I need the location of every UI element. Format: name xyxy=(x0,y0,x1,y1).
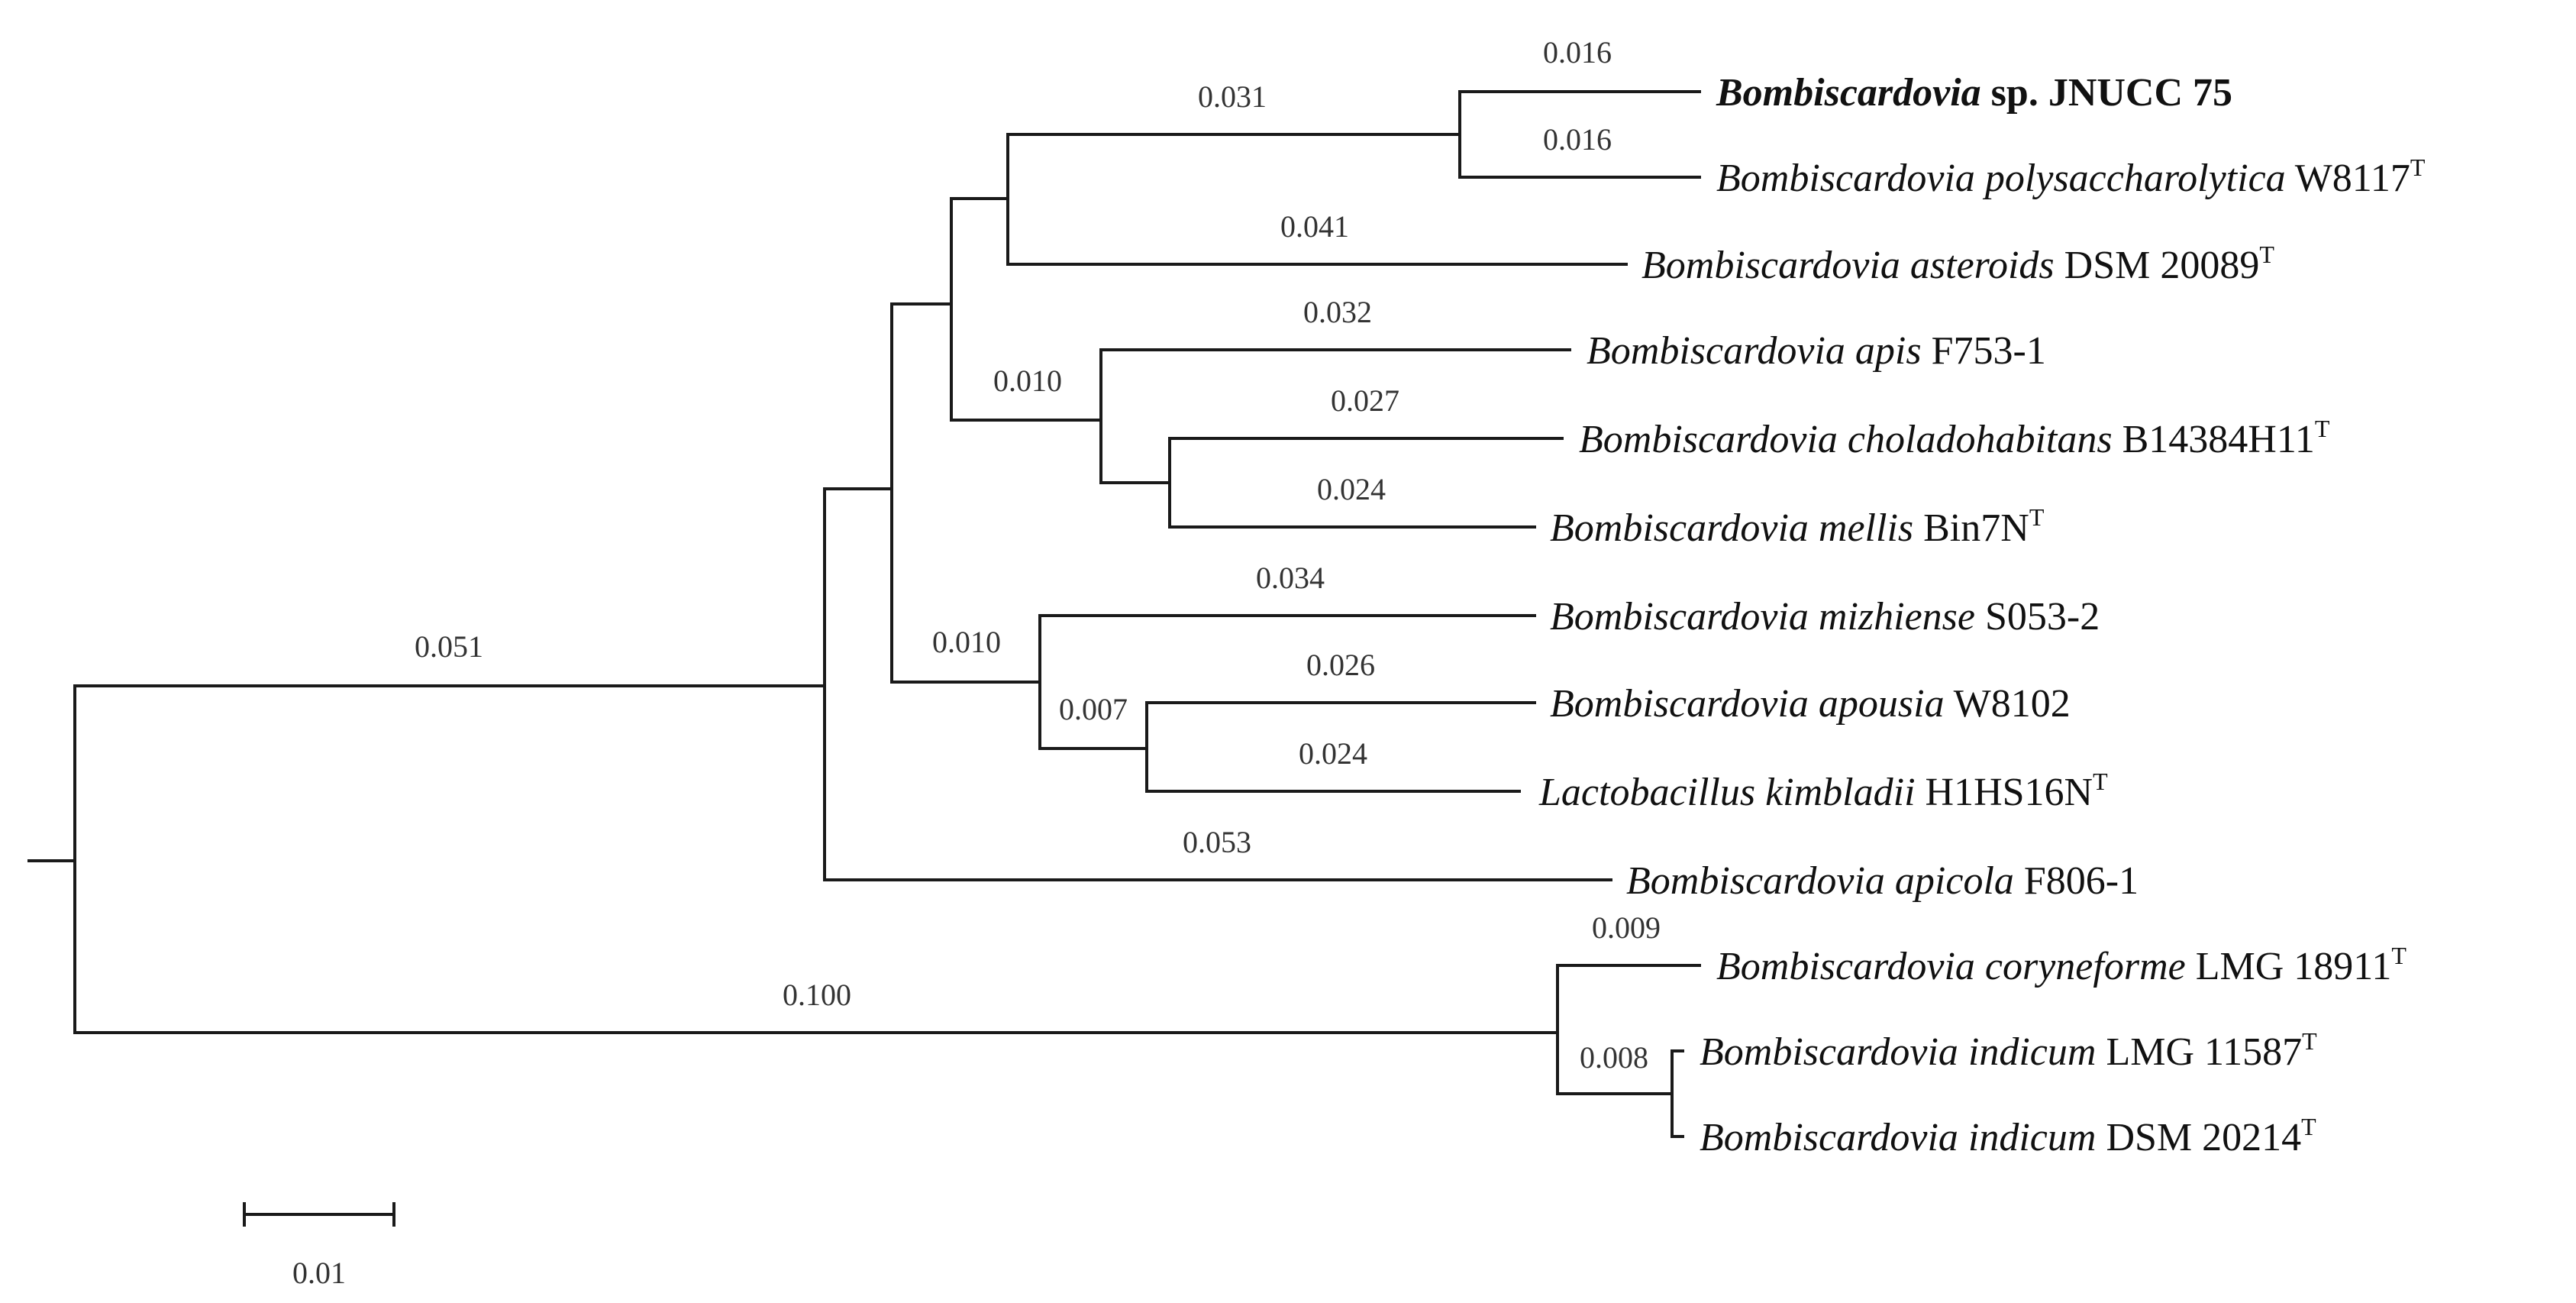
strain-id: W8117 xyxy=(2295,157,2410,200)
type-strain-mark: T xyxy=(2029,503,2045,531)
branch-length-label: 0.009 xyxy=(1592,910,1661,945)
taxon-name: Bombiscardovia polysaccharolytica xyxy=(1716,157,2286,200)
branch-length-label: 0.024 xyxy=(1317,472,1386,506)
taxon-label: Bombiscardovia apis F753-1 xyxy=(1587,329,2046,373)
type-strain-mark: T xyxy=(2259,241,2274,268)
strain-id: LMG 18911 xyxy=(2196,945,2392,988)
branch-length-label: 0.100 xyxy=(783,978,851,1012)
branch-length-label: 0.010 xyxy=(932,625,1001,659)
branch-length-label: 0.007 xyxy=(1059,692,1128,726)
branch-length-label: 0.027 xyxy=(1331,383,1399,418)
taxon-label: Bombiscardovia polysaccharolytica W8117T xyxy=(1716,154,2426,200)
taxon-label: Bombiscardovia indicum LMG 11587T xyxy=(1700,1027,2317,1074)
taxon-label: Bombiscardovia mellis Bin7NT xyxy=(1550,503,2045,550)
taxon-label: Lactobacillus kimbladii H1HS16NT xyxy=(1538,768,2108,814)
taxon-name: Bombiscardovia mizhiense xyxy=(1550,595,1975,639)
taxon-name: Bombiscardovia xyxy=(1716,71,1981,115)
branch-length-label: 0.026 xyxy=(1306,648,1375,682)
branch-length-label: 0.032 xyxy=(1303,295,1372,329)
strain-id: DSM 20214 xyxy=(2106,1116,2301,1159)
branch-length-label: 0.024 xyxy=(1299,736,1367,771)
type-strain-mark: T xyxy=(2315,415,2330,442)
strain-id: W8102 xyxy=(1954,682,2071,726)
type-strain-mark: T xyxy=(2093,768,2108,795)
branch-length-label: 0.041 xyxy=(1280,209,1349,244)
branch-length-label: 0.016 xyxy=(1543,35,1612,70)
branch-length-label: 0.031 xyxy=(1198,79,1267,114)
strain-id: B14384H11 xyxy=(2122,418,2315,461)
type-strain-mark: T xyxy=(2410,154,2426,181)
taxon-label: Bombiscardovia indicum DSM 20214T xyxy=(1700,1113,2316,1159)
strain-id: DSM 20089 xyxy=(2064,244,2260,287)
branch-length-label: 0.010 xyxy=(993,364,1062,398)
taxon-name: Bombiscardovia apis xyxy=(1587,329,1922,373)
branch-length-label: 0.034 xyxy=(1256,561,1325,595)
taxon-label: Bombiscardovia apicola F806-1 xyxy=(1626,859,2139,903)
strain-id: F753-1 xyxy=(1932,329,2046,373)
branch-length-label: 0.053 xyxy=(1183,825,1251,859)
taxon-name: Bombiscardovia apicola xyxy=(1626,859,2014,903)
taxon-name: Bombiscardovia choladohabitans xyxy=(1579,418,2113,461)
type-strain-mark: T xyxy=(2391,942,2407,969)
type-strain-mark: T xyxy=(2301,1113,2316,1140)
type-strain-mark: T xyxy=(2302,1027,2317,1055)
taxon-label: Bombiscardovia asteroids DSM 20089T xyxy=(1641,241,2274,287)
taxon-label: Bombiscardovia coryneforme LMG 18911T xyxy=(1716,942,2407,988)
strain-id: S053-2 xyxy=(1985,595,2100,639)
strain-id: H1HS16N xyxy=(1926,771,2093,814)
taxon-name: Bombiscardovia apousia xyxy=(1550,682,1945,726)
scale-bar: 0.01 xyxy=(243,1202,395,1290)
branch-length-label: 0.008 xyxy=(1580,1040,1648,1075)
taxon-name: Bombiscardovia asteroids xyxy=(1641,244,2055,287)
strain-id: F806-1 xyxy=(2024,859,2139,903)
taxon-name: Lactobacillus kimbladii xyxy=(1538,771,1916,814)
scale-bar-label: 0.01 xyxy=(292,1256,346,1290)
strain-id: sp. JNUCC 75 xyxy=(1991,71,2232,115)
branch-length-labels: 0.016 0.016 0.031 0.041 0.032 0.010 0.02… xyxy=(415,35,1661,1075)
taxon-label: Bombiscardovia apousia W8102 xyxy=(1550,682,2071,726)
taxon-label: Bombiscardovia choladohabitans B14384H11… xyxy=(1579,415,2330,461)
taxon-labels: Bombiscardovia sp. JNUCC 75 Bombiscardov… xyxy=(1538,71,2426,1159)
taxon-label: Bombiscardovia sp. JNUCC 75 xyxy=(1716,71,2232,115)
strain-id: LMG 11587 xyxy=(2106,1030,2302,1074)
taxon-name: Bombiscardovia indicum xyxy=(1700,1030,2096,1074)
branch-length-label: 0.051 xyxy=(415,629,483,664)
tree-edges xyxy=(27,90,1701,1138)
taxon-name: Bombiscardovia mellis xyxy=(1550,506,1913,550)
taxon-name: Bombiscardovia indicum xyxy=(1700,1116,2096,1159)
branch-length-label: 0.016 xyxy=(1543,122,1612,157)
taxon-label: Bombiscardovia mizhiense S053-2 xyxy=(1550,595,2100,639)
strain-id: Bin7N xyxy=(1923,506,2029,550)
taxon-name: Bombiscardovia coryneforme xyxy=(1716,945,2186,988)
